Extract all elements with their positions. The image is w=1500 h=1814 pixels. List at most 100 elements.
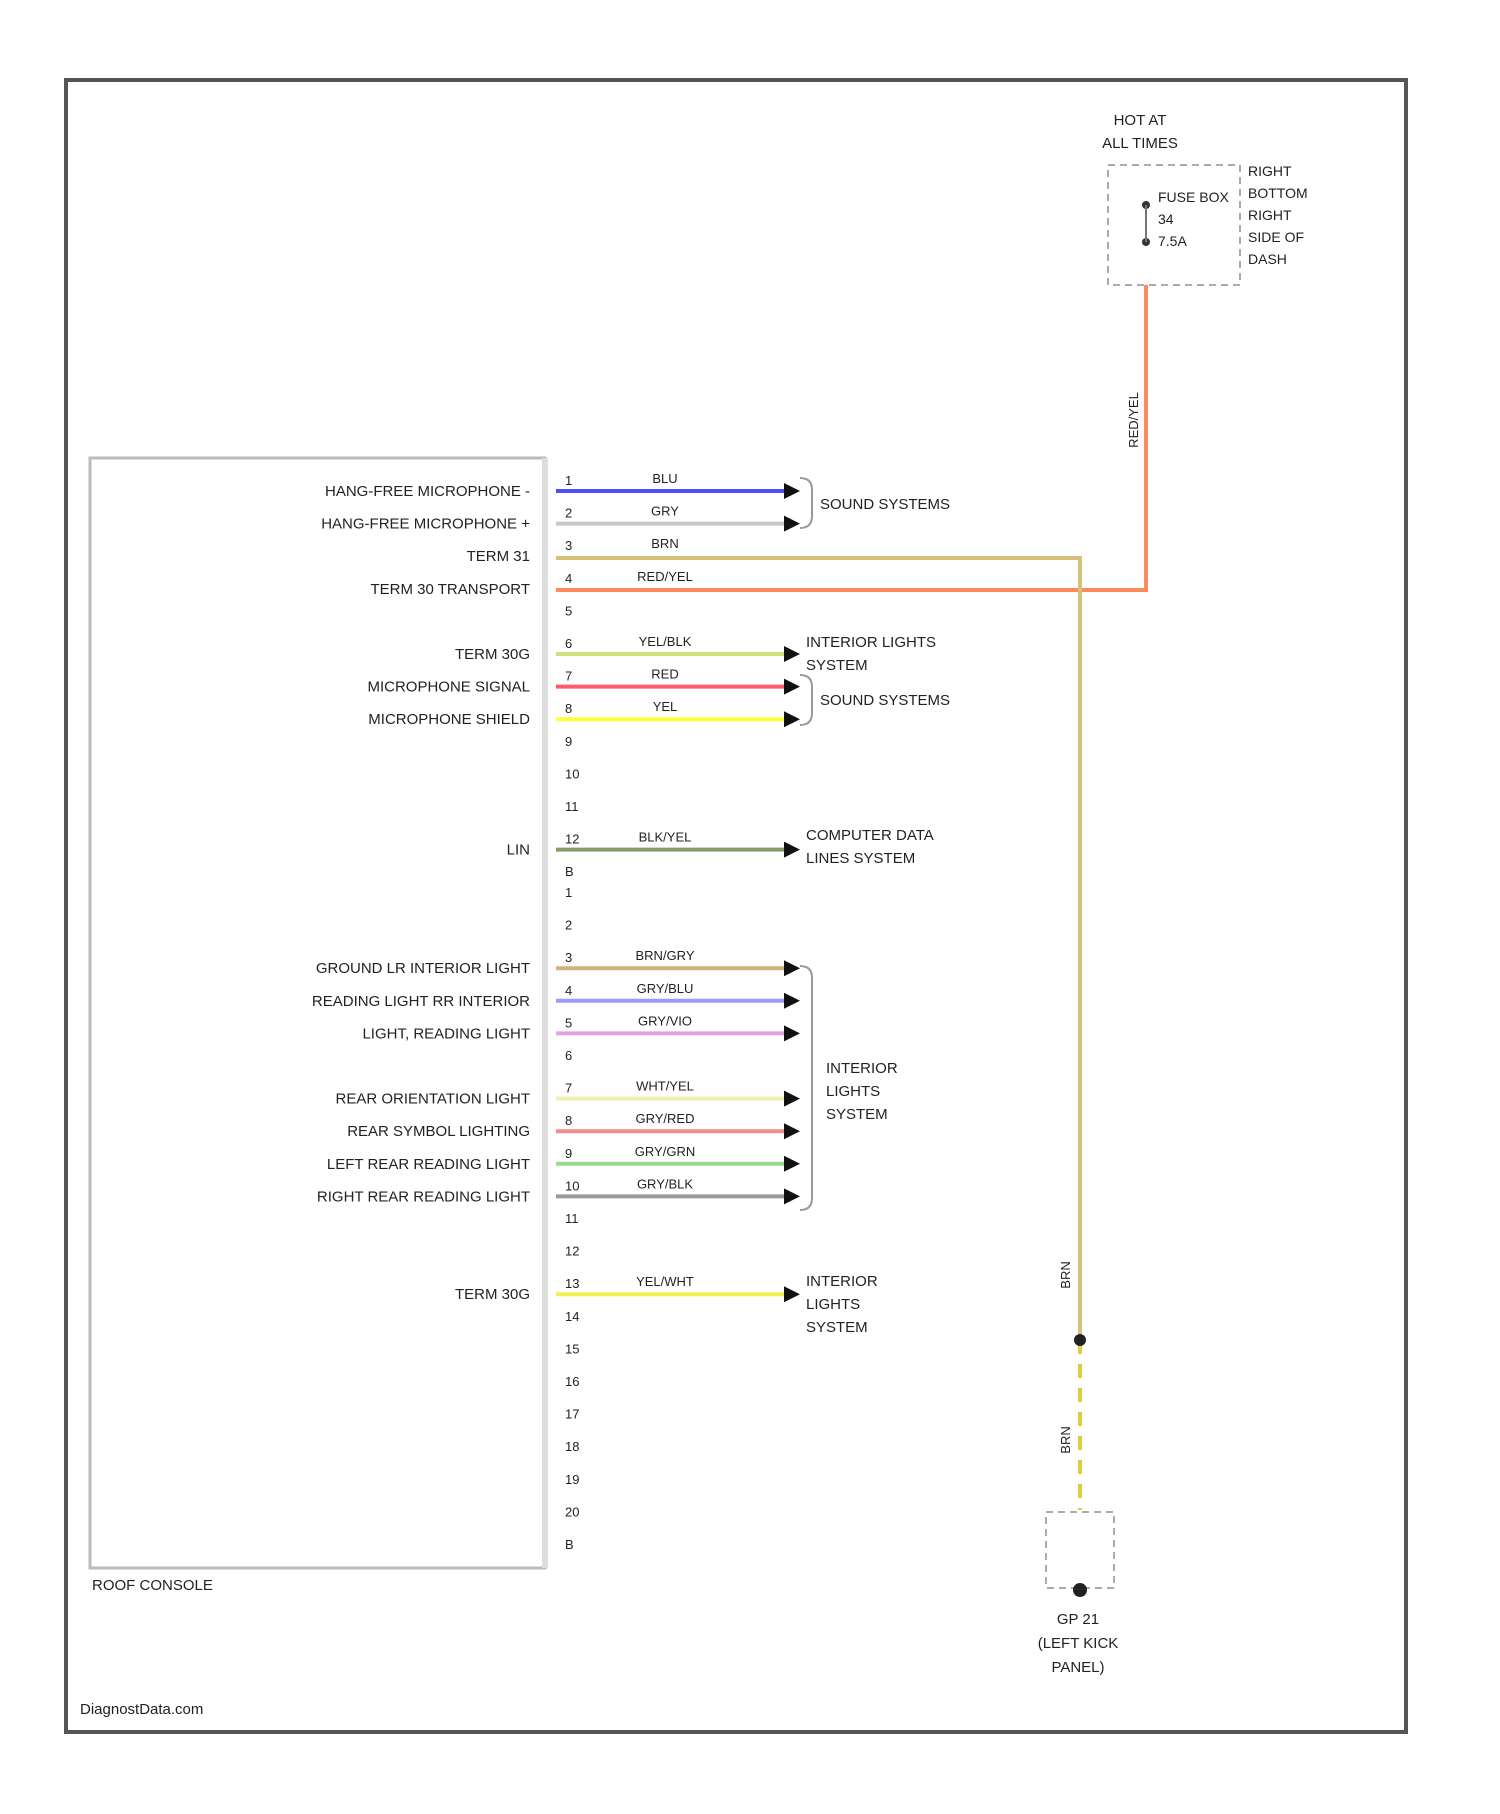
lower-pin-8-arrow	[784, 1123, 800, 1139]
upper-pin-8-label: MICROPHONE SHIELD	[368, 711, 530, 728]
upper-pin-3-number: 3	[565, 538, 572, 553]
lower-pin-19-number: 19	[565, 1472, 579, 1487]
fuse-box-outline	[1108, 165, 1240, 285]
lower-pin-4-wire-label: GRY/BLU	[637, 981, 694, 996]
lower-pin-13-arrow	[784, 1286, 800, 1302]
lower-pin-3-label: GROUND LR INTERIOR LIGHT	[316, 960, 530, 977]
upper-pin-8-wire-label: YEL	[653, 699, 678, 714]
upper-pin-11-number: 11	[565, 799, 579, 814]
upper-pin-7-arrow	[784, 679, 800, 695]
roof-console-box	[90, 458, 545, 1568]
lower-pin-1-number: 1	[565, 885, 572, 900]
watermark: DiagnostData.com	[80, 1701, 203, 1718]
lower-pin-13-number: 13	[565, 1276, 579, 1291]
dest-interior-2-line3: SYSTEM	[826, 1106, 888, 1123]
lower-pin-2-number: 2	[565, 918, 572, 933]
upper-pin-3-wire-label: BRN	[651, 536, 678, 551]
bracket-sound-2	[800, 675, 812, 725]
upper-pin-1-number: 1	[565, 473, 572, 488]
feed-wire-label: RED/YEL	[1126, 392, 1141, 448]
lower-pin-10-arrow	[784, 1188, 800, 1204]
lower-pin-7-arrow	[784, 1091, 800, 1107]
ground-splice	[1074, 1334, 1086, 1346]
lower-pin-10-number: 10	[565, 1178, 579, 1193]
upper-pin-12-arrow	[784, 842, 800, 858]
lower-pin-3-wire-label: BRN/GRY	[636, 948, 695, 963]
upper-pin-1-label: HANG-FREE MICROPHONE -	[325, 483, 530, 500]
bracket-sound-1	[800, 478, 812, 528]
upper-pin-7-wire-label: RED	[651, 667, 678, 682]
lower-pin-14-number: 14	[565, 1309, 579, 1324]
lower-pin-5-number: 5	[565, 1015, 572, 1030]
upper-pin-12-wire-label: BLK/YEL	[639, 830, 692, 845]
fuse-location-3: RIGHT	[1248, 207, 1292, 223]
upper-pin-8-arrow	[784, 711, 800, 727]
lower-pin-9-arrow	[784, 1156, 800, 1172]
ground-wire-label-2: BRN	[1058, 1426, 1073, 1453]
upper-pin-3-label: TERM 31	[467, 548, 530, 565]
fuse-location-5: DASH	[1248, 251, 1287, 267]
feed-wire-red-yel	[556, 285, 1146, 590]
dest-sound-2: SOUND SYSTEMS	[820, 692, 950, 709]
dest-interior-3-line1: INTERIOR	[806, 1273, 878, 1290]
upper-pin-6-number: 6	[565, 636, 572, 651]
lower-pin-13-label: TERM 30G	[455, 1286, 530, 1303]
ground-wire-label-1: BRN	[1058, 1261, 1073, 1288]
upper-pin-B-number: B	[565, 864, 574, 879]
dest-interior-2-line2: LIGHTS	[826, 1083, 880, 1100]
lower-pin-16-number: 16	[565, 1374, 579, 1389]
lower-pin-5-arrow	[784, 1025, 800, 1041]
upper-pin-2-wire-label: GRY	[651, 504, 679, 519]
lower-pin-5-wire-label: GRY/VIO	[638, 1013, 692, 1028]
upper-pin-7-number: 7	[565, 669, 572, 684]
upper-pin-4-number: 4	[565, 571, 572, 586]
lower-pin-10-label: RIGHT REAR READING LIGHT	[317, 1188, 530, 1205]
dest-sound-1: SOUND SYSTEMS	[820, 496, 950, 513]
upper-pin-5-number: 5	[565, 603, 572, 618]
hot-at-all-times-line2: ALL TIMES	[1102, 135, 1178, 152]
upper-pin-6-arrow	[784, 646, 800, 662]
lower-pin-9-wire-label: GRY/GRN	[635, 1144, 695, 1159]
lower-pin-10-wire-label: GRY/BLK	[637, 1176, 693, 1191]
upper-pin-2-label: HANG-FREE MICROPHONE +	[321, 516, 530, 533]
upper-pin-1-wire-label: BLU	[652, 471, 677, 486]
upper-pin-6-label: TERM 30G	[455, 646, 530, 663]
fuse-location-2: BOTTOM	[1248, 185, 1308, 201]
lower-pin-13-wire-label: YEL/WHT	[636, 1274, 694, 1289]
upper-pin-4-label: TERM 30 TRANSPORT	[371, 581, 530, 598]
ground-connector	[1046, 1512, 1114, 1588]
lower-pin-8-number: 8	[565, 1113, 572, 1128]
hot-at-all-times-line1: HOT AT	[1114, 112, 1167, 129]
lower-pin-3-arrow	[784, 960, 800, 976]
lower-pin-B-number: B	[565, 1537, 574, 1552]
lower-pin-7-number: 7	[565, 1081, 572, 1096]
lower-pin-9-number: 9	[565, 1146, 572, 1161]
ground-point	[1073, 1583, 1087, 1597]
dest-interior-3-line3: SYSTEM	[806, 1319, 868, 1336]
upper-pin-10-number: 10	[565, 766, 579, 781]
dest-interior-1-line2: SYSTEM	[806, 657, 868, 674]
upper-pin-1-arrow	[784, 483, 800, 499]
bracket-interior-2	[800, 966, 812, 1210]
ground-name: GP 21	[1057, 1611, 1099, 1628]
lower-pin-7-wire-label: WHT/YEL	[636, 1079, 694, 1094]
diagram-frame	[66, 80, 1406, 1732]
lower-pin-7-label: REAR ORIENTATION LIGHT	[336, 1091, 530, 1108]
ground-location-2: PANEL)	[1051, 1659, 1104, 1676]
upper-pin-7-label: MICROPHONE SIGNAL	[367, 679, 530, 696]
lower-pin-11-number: 11	[565, 1211, 579, 1226]
lower-pin-20-number: 20	[565, 1504, 579, 1519]
lower-pin-17-number: 17	[565, 1407, 579, 1422]
lower-pin-9-label: LEFT REAR READING LIGHT	[327, 1156, 530, 1173]
fuse-location-1: RIGHT	[1248, 163, 1292, 179]
lower-pin-5-label: LIGHT, READING LIGHT	[362, 1025, 530, 1042]
lower-pin-3-number: 3	[565, 950, 572, 965]
lower-pin-12-number: 12	[565, 1244, 579, 1259]
lower-pin-4-number: 4	[565, 983, 572, 998]
dest-interior-1-line1: INTERIOR LIGHTS	[806, 634, 936, 651]
fuse-location-4: SIDE OF	[1248, 229, 1304, 245]
upper-pin-8-number: 8	[565, 701, 572, 716]
fuse-rating: 7.5A	[1158, 233, 1187, 249]
